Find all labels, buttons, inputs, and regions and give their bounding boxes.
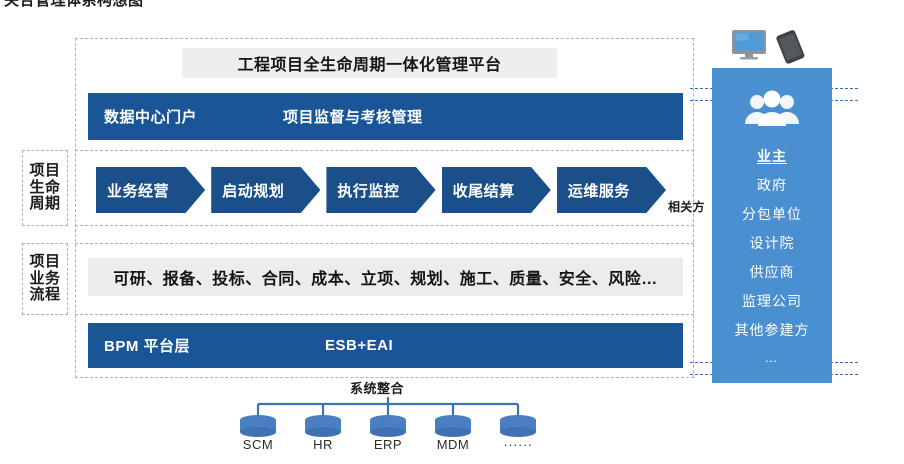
portal-bar-left-label: 数据中心门户 [104,109,198,126]
system-label: ERP [373,437,403,452]
row-label-lifecycle: 项目生命周期 [22,150,68,226]
bpm-bar-right-label: ESB+EAI [325,337,394,354]
row-label-process: 项目业务流程 [22,243,68,315]
bpm-platform-bar: BPM 平台层 ESB+EAI [88,323,683,368]
device-icons-svg [732,30,805,64]
stakeholder-item[interactable]: 业主 [757,148,787,164]
smartphone-icon [776,30,805,64]
desktop-monitor-icon [732,30,766,60]
database-cylinder [305,415,341,437]
system-label: ······ [503,437,533,452]
portal-bar-right-label: 项目监督与考核管理 [283,109,423,126]
users-group-icon [743,90,801,133]
lifecycle-stage-label: 启动规划 [222,182,285,200]
database-cylinder [370,415,406,437]
lifecycle-stage-label: 收尾结算 [452,182,515,200]
lifecycle-stage-label: 执行监控 [337,182,400,200]
lifecycle-stage[interactable]: 业务经营 [96,167,206,213]
lifecycle-stage[interactable]: 启动规划 [211,167,321,213]
stakeholder-item[interactable]: 设计院 [749,235,795,251]
lifecycle-band [75,150,694,226]
platform-title: 工程项目全生命周期一体化管理平台 [182,48,557,78]
database-cylinder [435,415,471,437]
lifecycle-stage-label: 业务经营 [107,182,170,200]
lifecycle-stage[interactable]: 执行监控 [326,167,436,213]
system-label: SCM [242,437,274,452]
lifecycle-stage[interactable]: 运维服务 [556,167,667,213]
lifecycle-stage-list: 业务经营 启动规划 执行监控 收尾结算 运维服务 [96,167,667,213]
page-caption: 关合管理体系构想图 [4,0,144,9]
database-cylinder [500,415,536,437]
database-cylinder [240,415,276,437]
systems-integration-area: 系统整合 SCM HR ERP MDM ······ [200,378,600,464]
stakeholder-item[interactable]: 供应商 [749,264,795,280]
platform-frame [75,38,694,378]
stakeholder-item[interactable]: 其他参建方 [734,322,810,338]
bpm-bar-left-label: BPM 平台层 [104,338,191,355]
lifecycle-stage-label: 运维服务 [567,182,630,200]
lifecycle-stage[interactable]: 收尾结算 [441,167,551,213]
process-band [75,243,694,315]
stakeholder-caption: 相关方 [668,200,705,214]
portal-bar: 数据中心门户 项目监督与考核管理 [88,93,683,140]
stakeholder-item[interactable]: 政府 [757,177,787,193]
stakeholder-item[interactable]: 分包单位 [742,206,802,222]
integration-label: 系统整合 [348,378,407,397]
business-process-bar: 可研、报备、投标、合同、成本、立项、规划、施工、质量、安全、风险… [88,258,683,296]
system-label: MDM [436,437,470,452]
stakeholder-item-ellipsis: … [764,350,780,365]
system-label: HR [313,437,333,452]
device-icon-group [728,28,818,64]
stakeholder-item[interactable]: 监理公司 [742,293,802,309]
stakeholder-panel: 业主 政府 分包单位 设计院 供应商 监理公司 其他参建方 … [712,68,832,383]
